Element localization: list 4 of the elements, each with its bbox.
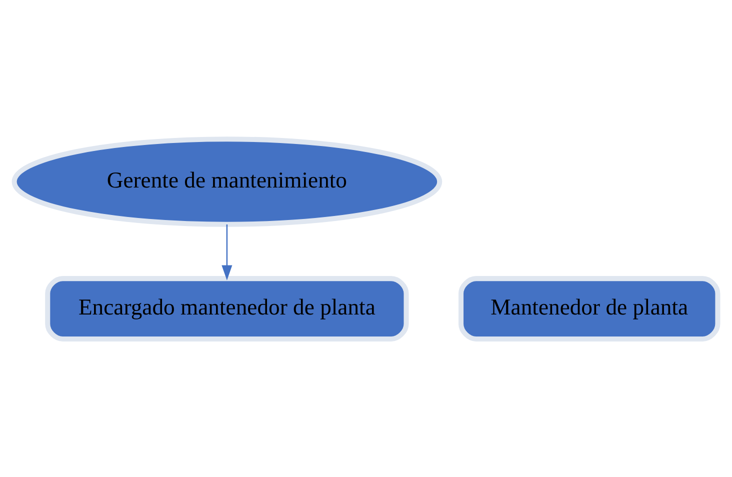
node-ellipse: Gerente de mantenimiento <box>12 136 442 226</box>
node-box: Encargado mantenedor de planta <box>45 276 409 341</box>
arrow <box>222 224 232 280</box>
node-box: Mantenedor de planta <box>458 276 720 341</box>
